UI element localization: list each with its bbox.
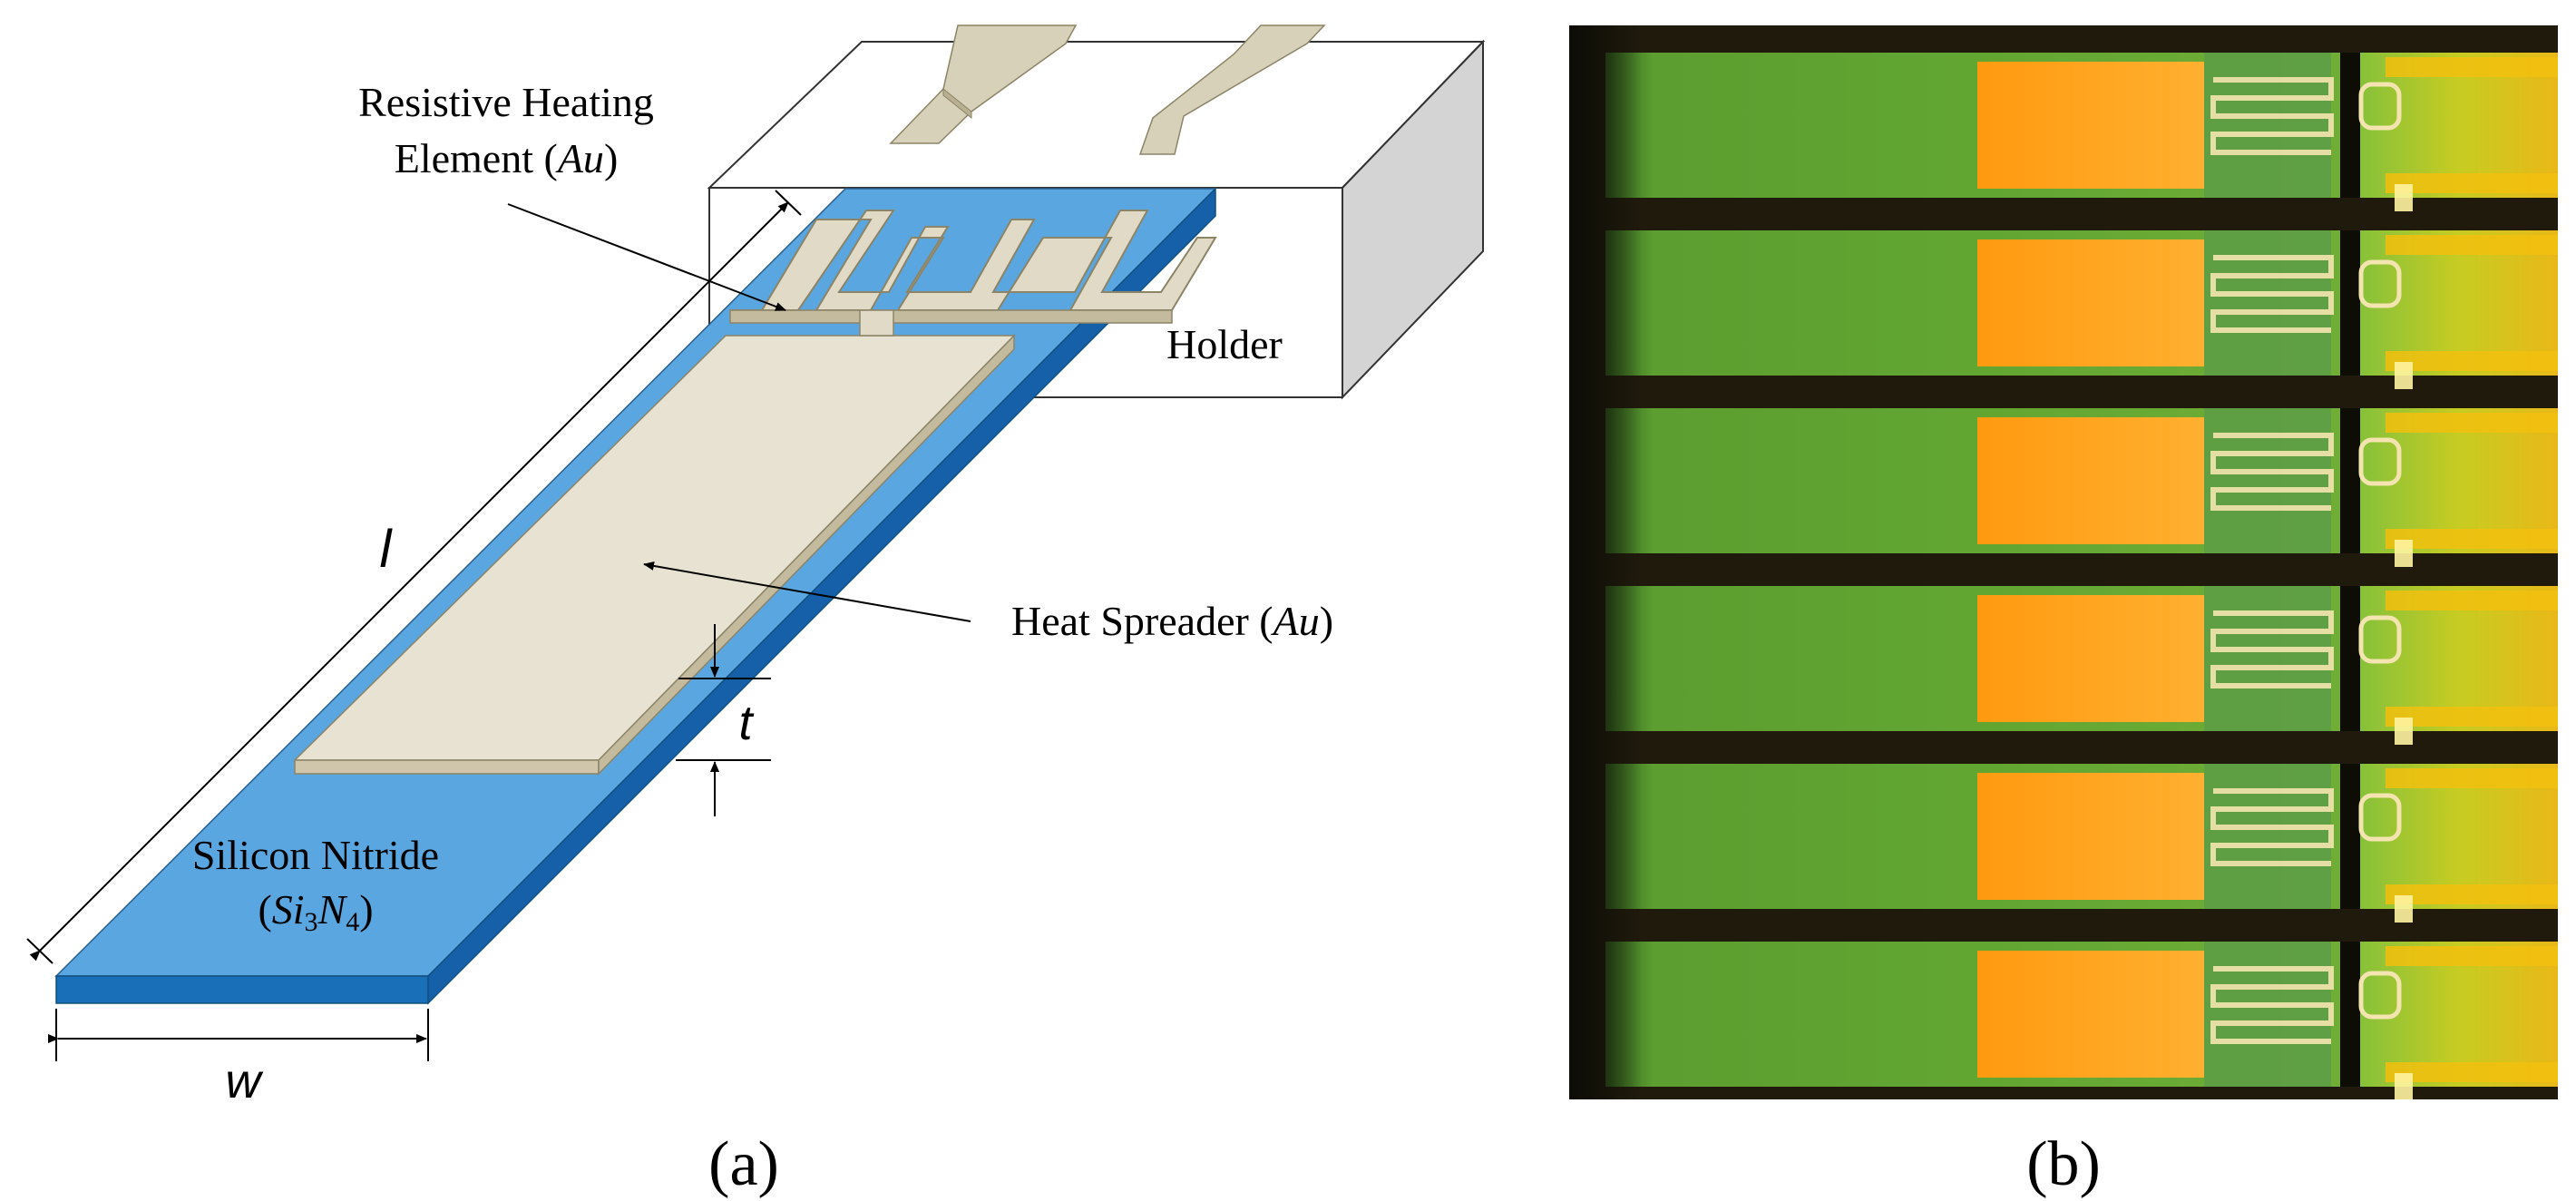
micro-heater-meander bbox=[2210, 788, 2334, 866]
micro-glare bbox=[2395, 540, 2413, 567]
micro-bond-loop bbox=[2358, 615, 2402, 664]
micro-bond-loop bbox=[2358, 793, 2402, 842]
micro-heater-meander bbox=[2210, 255, 2334, 333]
micro-heater-meander bbox=[2210, 966, 2334, 1044]
micro-lead-trace bbox=[2386, 529, 2558, 549]
micro-dark-gap bbox=[2340, 586, 2360, 731]
panel-b-caption: (b) bbox=[2026, 1129, 2101, 1199]
substrate-label-line1: Silicon Nitride bbox=[192, 832, 439, 878]
dimension-thickness bbox=[676, 624, 771, 816]
panel-a-caption: (a) bbox=[708, 1129, 779, 1199]
dimension-length bbox=[26, 190, 802, 964]
micro-lead-trace bbox=[2386, 235, 2558, 255]
micro-lead-trace bbox=[2386, 351, 2558, 371]
length-symbol: l bbox=[380, 520, 394, 579]
micro-lead-trace bbox=[2386, 413, 2558, 433]
micro-heater-meander bbox=[2210, 610, 2334, 688]
holder-label: Holder bbox=[1166, 321, 1283, 367]
micro-heat-spreader bbox=[1977, 239, 2204, 366]
heater-leader-arrow bbox=[507, 203, 786, 311]
micro-lead-trace bbox=[2386, 707, 2558, 727]
heater-label-line1: Resistive Heating bbox=[358, 79, 654, 125]
micro-dark-gap bbox=[2340, 53, 2360, 198]
micro-heater-meander bbox=[2210, 433, 2334, 511]
micro-glare bbox=[2395, 362, 2413, 389]
micro-glare bbox=[2395, 718, 2413, 745]
micro-holder-edge bbox=[2204, 230, 2331, 376]
micro-holder-edge bbox=[2204, 586, 2331, 731]
micrograph-frame bbox=[1569, 25, 2558, 1099]
micro-lead-trace bbox=[2386, 1062, 2558, 1082]
micro-bond-loop bbox=[2358, 82, 2402, 131]
micro-heat-spreader bbox=[1977, 595, 2204, 722]
micro-dark-gap bbox=[2340, 764, 2360, 909]
micrograph-left-blur bbox=[1569, 25, 1642, 1099]
micro-lead-trace bbox=[2386, 173, 2558, 193]
substrate-label-line2: (Si3N4) bbox=[258, 886, 373, 937]
micro-holder-edge bbox=[2204, 942, 2331, 1087]
micro-bond-loop bbox=[2358, 971, 2402, 1020]
micro-holder-edge bbox=[2204, 764, 2331, 909]
micro-lead-trace bbox=[2386, 946, 2558, 966]
micro-lead-trace bbox=[2386, 57, 2558, 77]
micro-heater-meander bbox=[2210, 77, 2334, 155]
micro-lead-trace bbox=[2386, 591, 2558, 610]
micro-heat-spreader bbox=[1977, 951, 2204, 1078]
micro-heat-spreader bbox=[1977, 417, 2204, 544]
dimension-width bbox=[48, 1009, 429, 1061]
panel-b-micrograph: (b) bbox=[1569, 25, 2558, 1199]
micro-heat-spreader bbox=[1977, 773, 2204, 900]
micro-holder-edge bbox=[2204, 408, 2331, 553]
thickness-symbol: t bbox=[738, 696, 754, 750]
micro-lead-trace bbox=[2386, 884, 2558, 904]
micro-dark-gap bbox=[2340, 408, 2360, 553]
resistive-heating-element bbox=[729, 24, 1326, 337]
micro-dark-gap bbox=[2340, 230, 2360, 376]
width-symbol: w bbox=[226, 1054, 264, 1108]
micro-bond-loop bbox=[2358, 259, 2402, 308]
micro-dark-gap bbox=[2340, 942, 2360, 1087]
micro-bond-loop bbox=[2358, 437, 2402, 486]
micro-heat-spreader bbox=[1977, 62, 2204, 189]
micrograph-cantilever-array bbox=[1605, 53, 2558, 1099]
spreader-label: Heat Spreader (Au) bbox=[1011, 598, 1333, 644]
heater-label-line2: Element (Au) bbox=[395, 135, 619, 181]
panel-a-schematic: Resistive Heating Element (Au) Holder He… bbox=[26, 24, 1486, 1199]
micro-glare bbox=[2395, 895, 2413, 923]
spreader-leader-arrow bbox=[643, 561, 971, 622]
micro-lead-trace bbox=[2386, 768, 2558, 788]
micro-glare bbox=[2395, 1073, 2413, 1099]
micro-glare bbox=[2395, 184, 2413, 211]
micro-holder-edge bbox=[2204, 53, 2331, 198]
